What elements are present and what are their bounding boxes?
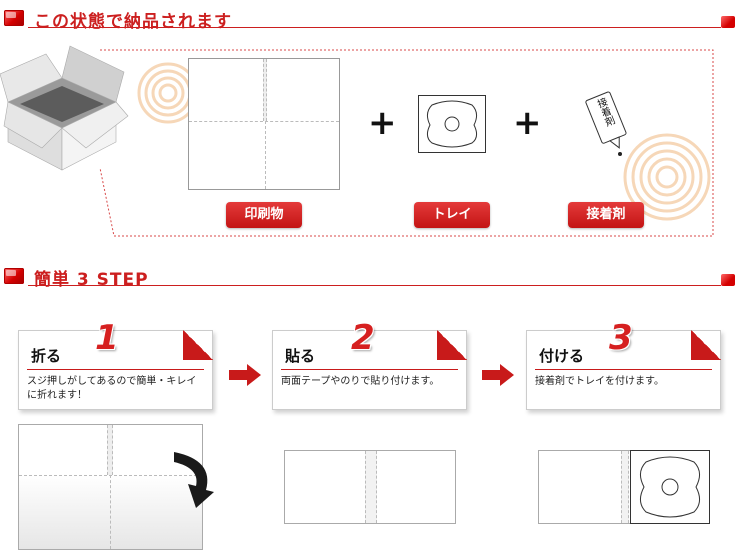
glue-strip (365, 451, 377, 523)
section-title: 簡単 3 STEP (34, 270, 149, 290)
sheet-fold-line (107, 425, 113, 475)
red-cap-icon (721, 16, 735, 28)
step-card-1: 1 折る スジ押しがしてあるので簡単・キレイに折れます！ (18, 318, 213, 410)
glue-strip (621, 451, 629, 523)
header-rule (28, 27, 721, 28)
label-print: 印刷物 (226, 202, 302, 228)
arrow-right-icon (482, 364, 514, 386)
arrow-right-icon (229, 364, 261, 386)
glue-bottle-illustration (585, 91, 627, 156)
curved-fold-arrow-icon (174, 452, 214, 508)
delivery-frame (99, 49, 714, 237)
step-description: スジ押しがしてあるので簡単・キレイに折れます！ (27, 376, 197, 401)
step-rule (535, 369, 712, 370)
section-header-delivery: この状態で納品されます (0, 6, 735, 32)
sheet-fold-line-v (110, 475, 111, 549)
step-card-3: 3 付ける 接着剤でトレイを付けます。 (526, 318, 721, 410)
plus-icon: + (513, 103, 542, 143)
step-number: 3 (609, 318, 633, 358)
step-description: 接着剤でトレイを付けます。 (535, 376, 664, 387)
corner-fold-icon (691, 330, 721, 360)
sheet-fold-line-h (189, 121, 339, 122)
label-glue: 接着剤 (568, 202, 644, 228)
sheet-fold-line (263, 59, 267, 121)
red-square-icon (4, 10, 24, 26)
step-title: 付ける (539, 347, 585, 365)
step2-glued-sheet (284, 450, 456, 524)
step-title: 貼る (285, 347, 316, 365)
step-description: 両面テープやのりで貼り付けます。 (281, 376, 440, 387)
step-number: 2 (351, 318, 375, 358)
section-header-steps: 簡単 3 STEP (0, 264, 735, 290)
swirl-decoration-right (623, 133, 711, 221)
cd-tray-illustration (418, 95, 486, 153)
corner-fold-icon (437, 330, 467, 360)
step-title: 折る (31, 347, 62, 365)
step-rule (281, 369, 458, 370)
plus-icon: + (368, 103, 397, 143)
red-cap-icon (721, 274, 735, 286)
red-square-icon (4, 268, 24, 284)
step-number: 1 (95, 318, 119, 358)
printed-sheet (188, 58, 340, 190)
cd-tray-attached-illustration (630, 450, 710, 524)
step-rule (27, 369, 204, 370)
step-card-2: 2 貼る 両面テープやのりで貼り付けます。 (272, 318, 467, 410)
sheet-fold-line-v (265, 121, 266, 189)
open-box-illustration (0, 45, 129, 171)
header-rule (28, 285, 721, 286)
corner-fold-icon (183, 330, 213, 360)
label-tray: トレイ (414, 202, 490, 228)
